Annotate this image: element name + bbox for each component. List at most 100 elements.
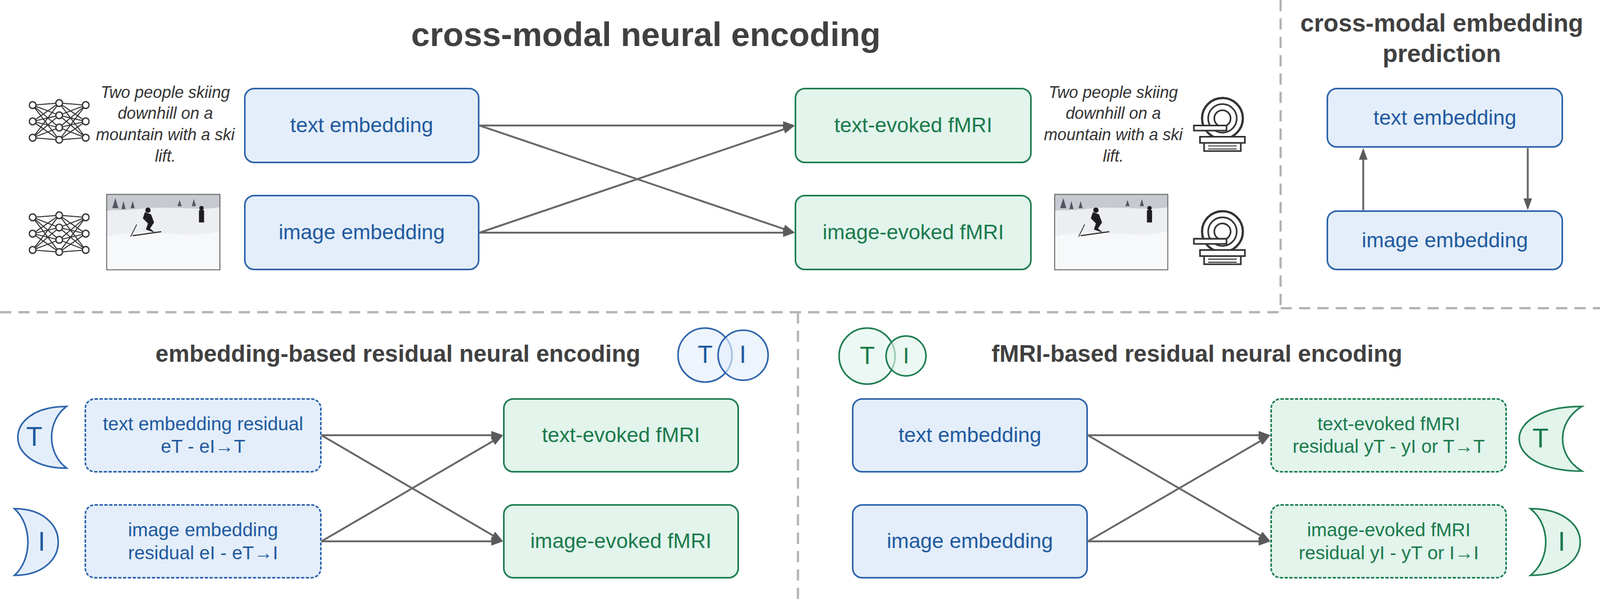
arrow-line	[479, 124, 784, 127]
arrow-head	[1258, 537, 1271, 546]
arrow-line	[1087, 540, 1260, 543]
node-text: text embedding	[1373, 105, 1517, 131]
node-text: image embedding	[278, 219, 446, 246]
shape-outline	[1517, 405, 1582, 473]
divider-line	[1280, 307, 1600, 310]
arrow-line	[321, 540, 493, 543]
arrow-connector	[321, 430, 504, 440]
node-text: T	[1532, 422, 1549, 455]
arrow-line	[479, 125, 785, 230]
residual-box: image embedding residual eI - eT→I	[84, 504, 322, 579]
node-text: text embedding	[290, 112, 433, 139]
node-text: image embedding	[886, 528, 1054, 554]
section-title: cross-modal neural encoding	[288, 14, 1004, 56]
shape-path	[1530, 508, 1581, 575]
node-text: text embedding residual eT - eI→T	[98, 412, 308, 459]
arrow-head	[491, 537, 504, 546]
node-text: I	[37, 526, 46, 558]
shape-path	[1519, 406, 1582, 472]
arrow-head	[782, 125, 795, 134]
crescent-symbol: T	[16, 405, 67, 470]
divider-line	[0, 310, 1281, 314]
arrow-connector	[479, 228, 795, 238]
section-title: cross-modal embedding prediction	[1292, 8, 1591, 70]
venn-circle: I	[885, 335, 927, 377]
arrow-line	[321, 434, 493, 437]
arrow-line	[321, 440, 494, 542]
arrow-connector	[1523, 147, 1533, 210]
node-text: image embedding residual eI - eT→I	[98, 518, 308, 565]
section-title: fMRI-based residual neural encoding	[947, 339, 1447, 369]
arrow-head	[782, 121, 795, 131]
arrow-connector	[479, 125, 795, 234]
node-text: T	[26, 421, 43, 453]
ski-photo	[1054, 193, 1169, 271]
arrow-connector	[1087, 537, 1271, 546]
embedding-box: text embedding	[1326, 87, 1564, 149]
arrow-head	[1523, 198, 1533, 211]
arrow-head	[490, 531, 504, 542]
ski-photo	[105, 193, 221, 271]
arrow-connector	[479, 121, 795, 131]
arrow-head	[1258, 531, 1271, 542]
shape-outline	[14, 507, 60, 577]
node-text: image-evoked fMRI	[530, 528, 712, 554]
crescent-symbol: I	[14, 507, 60, 577]
residual-box: text-evoked fMRI residual yT - yI or T→T	[1270, 398, 1507, 473]
node-text: image-evoked fMRI residual yI - yT or I→…	[1284, 518, 1494, 565]
arrow-connector	[1359, 147, 1368, 210]
arrow-line	[321, 435, 494, 536]
arrow-connector	[479, 125, 795, 233]
embedding-box: text embedding	[244, 87, 480, 164]
residual-box: image-evoked fMRI residual yI - yT or I→…	[1270, 504, 1507, 579]
shape-path	[14, 508, 59, 575]
venn-circle: I	[717, 329, 769, 381]
arrow-connector	[321, 435, 504, 542]
mri-scanner-icon	[1193, 97, 1245, 151]
arrow-connector	[321, 537, 504, 546]
arrow-connector	[1087, 430, 1271, 440]
arrow-connector	[321, 435, 504, 542]
fmri-box: image-evoked fMRI	[794, 194, 1032, 271]
crescent-symbol: T	[1517, 405, 1582, 473]
arrow-line	[1087, 435, 1262, 536]
caption-text: Two people skiing downhill on a mountain…	[93, 81, 237, 167]
residual-box: text embedding residual eT - eI→T	[84, 398, 322, 473]
node-text: I	[1558, 526, 1566, 558]
arrow-connector	[1087, 435, 1271, 542]
node-text: T	[697, 340, 713, 370]
node-text: text embedding	[898, 422, 1042, 448]
section-title: embedding-based residual neural encoding	[112, 339, 684, 369]
shape-outline	[1530, 507, 1582, 577]
node-text: T	[859, 341, 875, 371]
fmri-box: text-evoked fMRI	[503, 398, 739, 473]
shape-path	[886, 336, 927, 377]
divider-line	[1279, 0, 1282, 309]
arrow-line	[479, 128, 785, 233]
node-text: image embedding	[1361, 227, 1529, 254]
arrow-head	[1359, 147, 1368, 160]
embedding-box: text embedding	[851, 398, 1088, 473]
arrow-head	[1258, 435, 1271, 445]
divider-line	[796, 311, 799, 601]
node-text: I	[739, 340, 747, 370]
node-text: text-evoked fMRI residual yT - yI or T→T	[1284, 412, 1494, 459]
arrow-head	[1258, 430, 1271, 440]
fmri-box: image-evoked fMRI	[503, 504, 739, 579]
node-text: text-evoked fMRI	[834, 112, 993, 139]
arrow-line	[1087, 434, 1260, 437]
arrow-head	[782, 224, 795, 233]
node-text: text-evoked fMRI	[542, 422, 700, 448]
neural-network-icon	[29, 99, 90, 143]
embedding-box: image embedding	[1326, 210, 1564, 271]
arrow-head	[782, 228, 795, 238]
node-text: I	[902, 342, 910, 370]
arrow-connector	[1087, 435, 1271, 542]
shape-path	[717, 330, 768, 380]
node-text: image-evoked fMRI	[822, 219, 1004, 246]
caption-text: Two people skiing downhill on a mountain…	[1041, 81, 1185, 167]
arrow-head	[490, 435, 504, 445]
crescent-symbol: I	[1530, 507, 1582, 577]
arrow-line	[1526, 147, 1529, 200]
